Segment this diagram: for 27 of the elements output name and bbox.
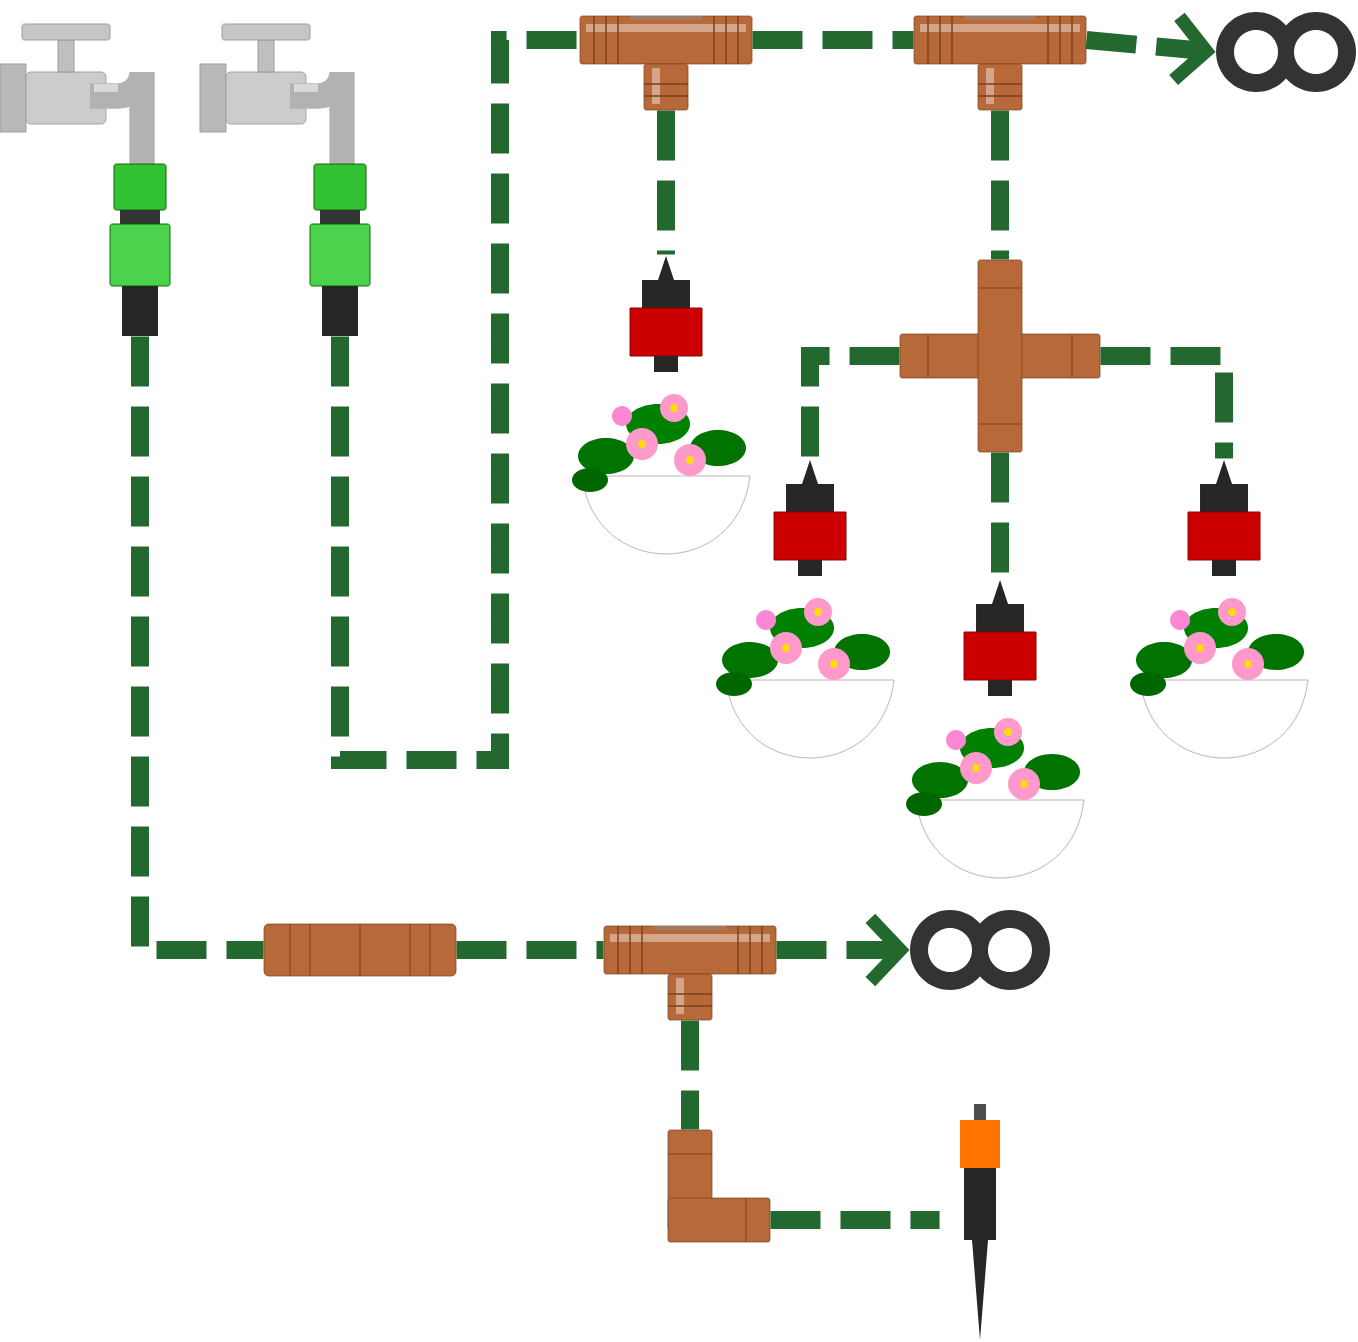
- dripper-plant-drawing: [906, 580, 1085, 879]
- hose-line: [681, 1020, 699, 1130]
- dripper-plant-drawing: [716, 460, 895, 759]
- hose-line: [1100, 347, 1233, 459]
- cross-connector-drawing: [899, 259, 1101, 453]
- hose-connector-drawing: [309, 163, 371, 336]
- hose-connector-drawing: [109, 163, 171, 336]
- tap-drawing: [199, 23, 355, 168]
- elbow-drawing: [667, 1129, 771, 1243]
- hose-line: [801, 347, 900, 459]
- hose-line: [131, 336, 264, 959]
- tee-connector-drawing: [579, 15, 753, 111]
- hose-line: [991, 110, 1009, 260]
- sprinkler-stake-drawing: [960, 1104, 1000, 1340]
- end-plug-drawing: [910, 910, 1050, 990]
- dripper-plant-drawing: [1130, 460, 1309, 759]
- hose-line: [752, 31, 914, 49]
- tee-connector-drawing: [913, 15, 1087, 111]
- tap-drawing: [0, 23, 155, 168]
- dripper-plant-drawing: [572, 256, 751, 555]
- hose-line: [331, 31, 580, 769]
- hose-line: [770, 1211, 940, 1229]
- end-plug-drawing: [1216, 12, 1356, 92]
- hose-line: [657, 110, 675, 255]
- hose-line: [456, 941, 604, 959]
- tee-connector-drawing: [603, 925, 777, 1021]
- coupler-drawing: [263, 923, 457, 977]
